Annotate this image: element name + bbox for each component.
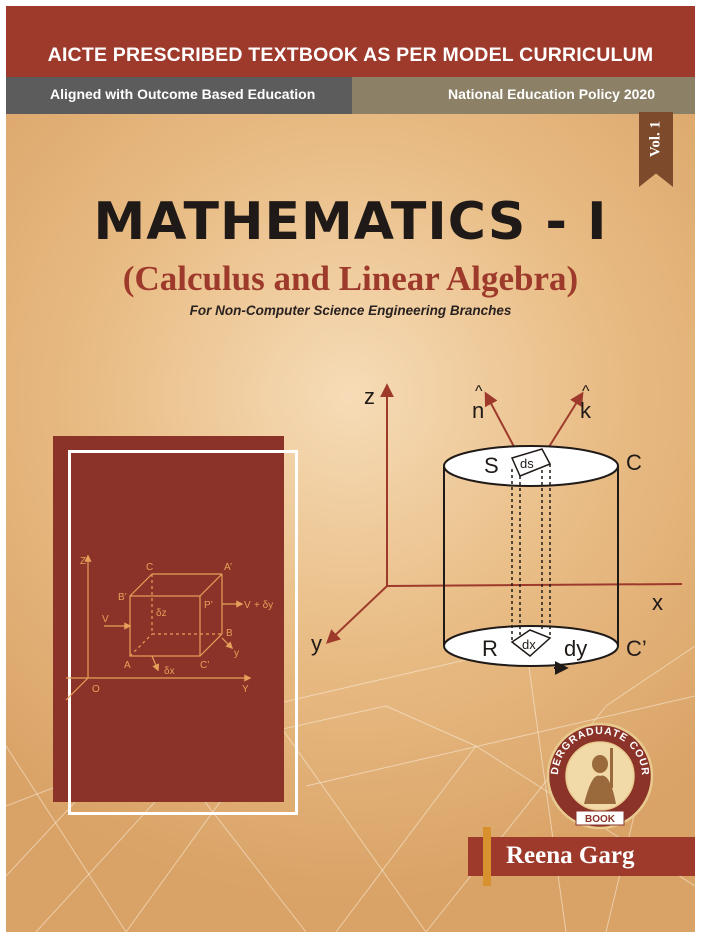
inset-p-prime-label: P’	[204, 600, 213, 611]
nep-note: National Education Policy 2020	[448, 86, 655, 102]
obe-note: Aligned with Outcome Based Education	[50, 86, 316, 102]
inset-dy-label: + δy	[254, 600, 273, 611]
book-title: MATHEMATICS - I	[93, 192, 608, 252]
inset-cube-diagram: Z C A’ B’ P’ V δz B A C’ δx O Y y V + δy	[65, 554, 273, 701]
series-title: AICTE PRESCRIBED TEXTBOOK AS PER MODEL C…	[47, 44, 654, 66]
dy-label: dy	[564, 636, 587, 661]
obe-band: Aligned with Outcome Based Education	[6, 77, 352, 114]
inset-dx-label: δx	[164, 666, 175, 677]
curve-c-label: C	[626, 450, 642, 475]
author-name: Reena Garg	[506, 842, 635, 869]
inset-a-label: A	[124, 660, 131, 671]
undergraduate-course-seal: UNDERGRADUATE COURSE BOOK	[6, 6, 654, 830]
inset-vy-label: V	[244, 600, 251, 611]
surface-element-column	[511, 458, 551, 648]
x-axis-label: x	[652, 590, 663, 615]
ds-label: ds	[520, 456, 534, 471]
inset-z-label: Z	[80, 556, 86, 567]
inset-c-prime-label: C’	[200, 660, 209, 671]
dx-element	[510, 629, 552, 657]
inset-b-label: B	[226, 628, 233, 639]
cylinder-diagram: z y x n k S C R C’ dy ds dx ^ ^	[311, 383, 683, 675]
surface-s-label: S	[484, 453, 499, 478]
inset-c-label: C	[146, 562, 153, 573]
inset-panel	[53, 436, 284, 802]
z-axis-label: z	[364, 384, 375, 409]
seal-figure-emblem	[584, 748, 616, 804]
book-cover: AICTE PRESCRIBED TEXTBOOK AS PER MODEL C…	[6, 6, 695, 932]
inset-y-axis-label: Y	[242, 684, 249, 695]
svg-text:UNDERGRADUATE COURSE: UNDERGRADUATE COURSE	[6, 6, 651, 776]
background-network-lines	[6, 645, 695, 932]
inset-b-prime-label: B’	[118, 592, 127, 603]
header-band: AICTE PRESCRIBED TEXTBOOK AS PER MODEL C…	[6, 6, 695, 77]
inset-origin-label: O	[92, 684, 100, 695]
seal-top-text: UNDERGRADUATE COURSE	[6, 6, 650, 776]
seal-bottom-text: BOOK	[585, 814, 616, 825]
inset-frame	[68, 450, 298, 815]
n-hat-mark: ^	[475, 383, 483, 400]
inset-vx-label: V	[102, 614, 109, 625]
book-subtitle: (Calculus and Linear Algebra)	[122, 259, 579, 298]
dx-label: dx	[522, 637, 536, 652]
k-vector-label: k	[580, 398, 592, 423]
region-r-label: R	[482, 636, 498, 661]
inset-dz-label: δz	[156, 608, 167, 619]
y-axis-label: y	[311, 631, 322, 656]
author-band	[468, 837, 695, 876]
k-hat-mark: ^	[582, 383, 590, 400]
ds-element	[510, 448, 552, 477]
author-accent	[483, 827, 491, 886]
curve-c-prime-label: C’	[626, 636, 647, 661]
inset-y-small-label: y	[234, 648, 239, 659]
normal-vector-label: n	[472, 398, 484, 423]
nep-band: National Education Policy 2020	[352, 77, 695, 114]
inset-a-prime-label: A’	[224, 562, 232, 573]
book-tagline: For Non-Computer Science Engineering Bra…	[189, 303, 512, 318]
